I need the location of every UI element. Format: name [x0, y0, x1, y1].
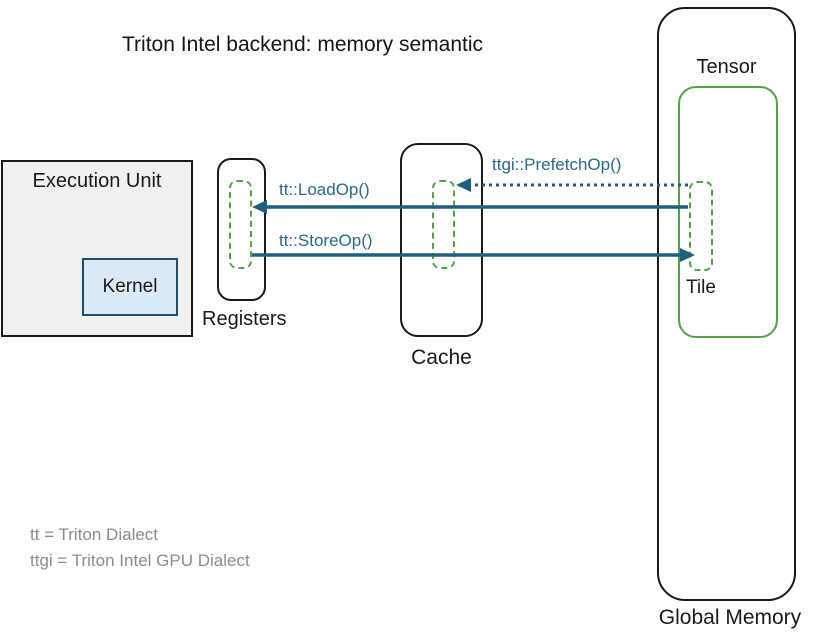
registers-label: Registers: [202, 308, 287, 330]
global-memory-box: [657, 7, 796, 601]
store-op-label: tt::StoreOp(): [279, 231, 373, 250]
cache-label: Cache: [411, 346, 472, 369]
global-memory-label: Global Memory: [658, 606, 802, 629]
kernel-label: Kernel: [102, 276, 158, 297]
tile-label: Tile: [686, 277, 716, 298]
load-op-label: tt::LoadOp(): [279, 180, 370, 199]
tile-box: [689, 181, 713, 271]
cache-tile-slot: [432, 180, 455, 269]
legend-tt: tt = Triton Dialect: [30, 525, 159, 544]
prefetch-op-label: ttgi::PrefetchOp(): [492, 155, 622, 174]
diagram-title: Triton Intel backend: memory semantic: [122, 33, 484, 56]
tensor-box: [678, 86, 778, 338]
legend-ttgi: ttgi = Triton Intel GPU Dialect: [30, 551, 250, 570]
tensor-label: Tensor: [696, 56, 757, 78]
execution-unit-label: Execution Unit: [32, 170, 162, 192]
registers-tile-slot: [229, 180, 252, 269]
kernel-box: Kernel: [82, 258, 178, 316]
cache-box: [400, 143, 483, 337]
prefetch-arrow: [456, 178, 688, 192]
